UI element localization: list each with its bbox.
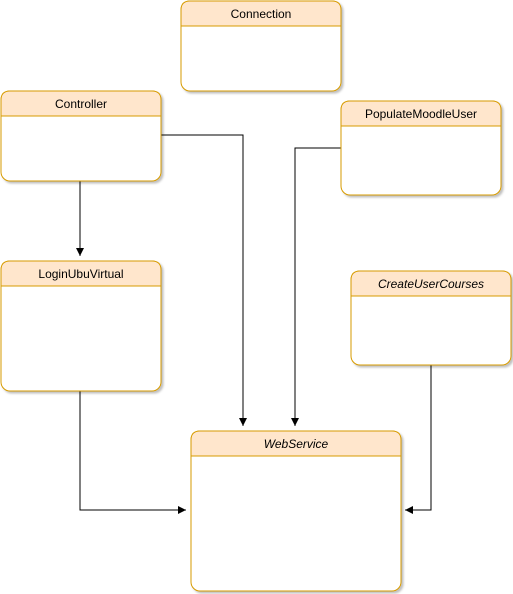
class-title-populate-moodle-user: PopulateMoodleUser [365, 107, 477, 121]
class-box-create-user-courses[interactable] [350, 270, 512, 366]
edge-createusercourses-to-webservice[interactable] [405, 365, 432, 514]
class-box-controller[interactable] [0, 90, 162, 182]
class-title-web-service: WebService [264, 437, 329, 451]
class-title-controller: Controller [55, 97, 107, 111]
edges [76, 134, 432, 514]
edge-loginubuvirtual-to-webservice[interactable] [79, 391, 186, 514]
class-title-connection: Connection [231, 7, 292, 21]
class-box-web-service[interactable] [190, 430, 402, 592]
edge-populatemoodleuser-to-webservice[interactable] [291, 147, 341, 426]
class-title-create-user-courses: CreateUserCourses [378, 277, 484, 291]
class-box-connection[interactable] [180, 0, 342, 92]
class-box-populate-moodle-user[interactable] [340, 100, 502, 196]
class-box-login-ubu-virtual[interactable] [0, 260, 162, 392]
class-title-login-ubu-virtual: LoginUbuVirtual [38, 267, 123, 281]
edge-controller-to-webservice[interactable] [161, 134, 247, 426]
